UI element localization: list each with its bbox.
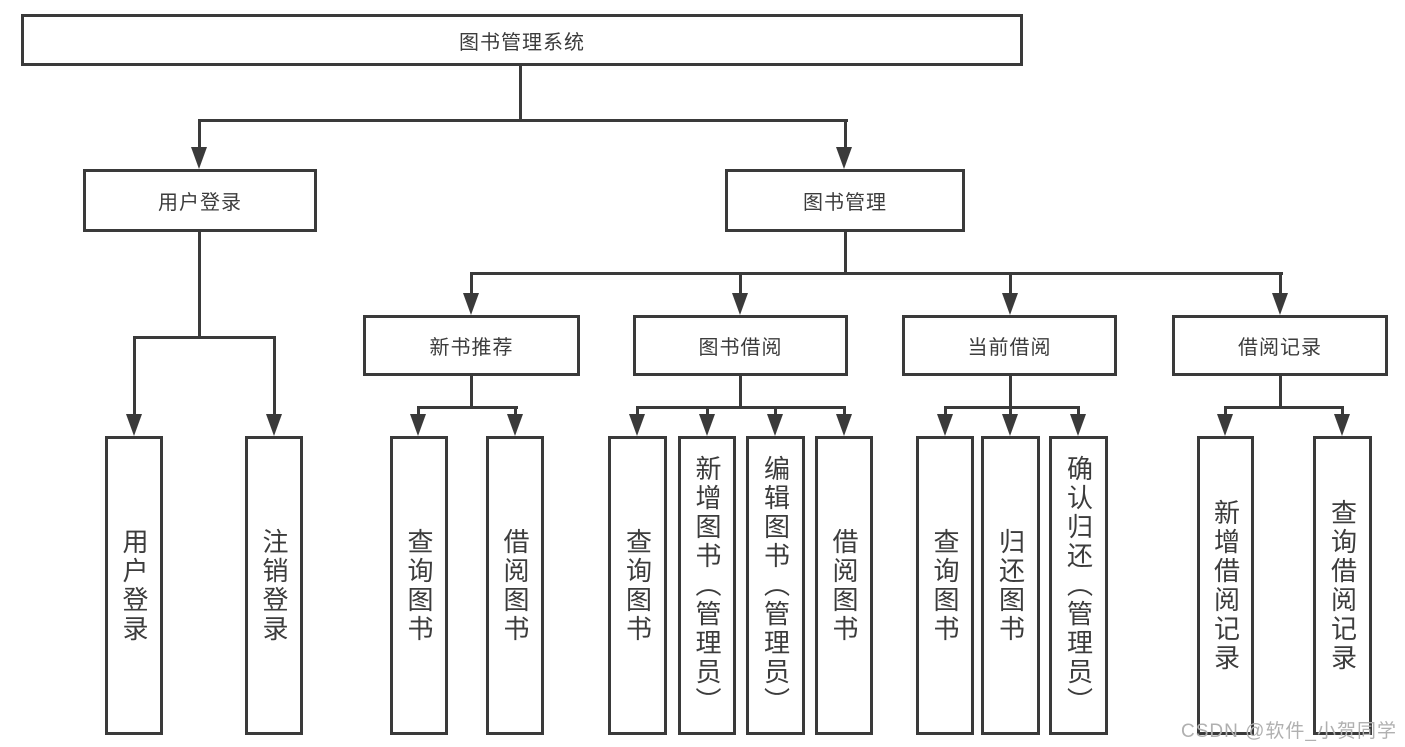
leaf-query-books-current: 查询图书 (916, 436, 974, 735)
node-current-borrow: 当前借阅 (902, 315, 1117, 376)
connector-book-borrow-rail (636, 406, 846, 409)
leaf-label: 借阅图书 (500, 527, 530, 644)
connector-drop-book-borrow (739, 272, 742, 295)
leaf-return-books: 归还图书 (981, 436, 1040, 735)
node-borrow-record: 借阅记录 (1172, 315, 1388, 376)
leaf-borrow-books-recommend: 借阅图书 (486, 436, 544, 735)
leaf-label: 查询图书 (622, 527, 653, 644)
arrow-down-icon (266, 414, 282, 436)
node-book-management: 图书管理 (725, 169, 965, 232)
connector-drop (636, 406, 639, 418)
connector-drop (944, 406, 947, 418)
connector-drop-book-management (844, 119, 847, 150)
arrow-down-icon (699, 414, 715, 436)
connector-drop (706, 406, 709, 418)
leaf-borrow-books: 借阅图书 (815, 436, 873, 735)
connector-current-borrow-stem (1009, 375, 1012, 409)
connector-borrow-record-rail (1224, 406, 1344, 409)
leaf-label: 新增借阅记录 (1210, 498, 1241, 673)
arrow-down-icon (836, 414, 852, 436)
arrow-down-icon (836, 147, 852, 169)
leaf-add-books-admin: 新增图书（管理员） (678, 436, 736, 735)
connector-drop-new-book (470, 272, 473, 295)
connector-root-stem (519, 64, 522, 120)
arrow-down-icon (410, 414, 426, 436)
arrow-down-icon (1334, 414, 1350, 436)
leaf-label: 用户登录 (119, 527, 149, 644)
connector-drop-logout (273, 336, 276, 416)
connector-book-mgmt-stem (844, 231, 847, 275)
connector-drop-user-login (198, 119, 201, 150)
leaf-edit-books-admin: 编辑图书（管理员） (746, 436, 805, 735)
connector-drop (1077, 406, 1080, 418)
leaf-label: 确认归还（管理员） (1063, 455, 1094, 716)
leaf-label: 注销登录 (259, 527, 289, 644)
leaf-confirm-return-admin: 确认归还（管理员） (1049, 436, 1108, 735)
arrow-down-icon (1272, 293, 1288, 315)
leaf-label: 查询图书 (404, 527, 434, 644)
leaf-logout: 注销登录 (245, 436, 303, 735)
csdn-watermark: CSDN @软件_小贺同学 (1181, 721, 1397, 742)
connector-new-book-rail (417, 406, 518, 409)
arrow-down-icon (1002, 293, 1018, 315)
connector-drop-login (133, 336, 136, 416)
node-label: 当前借阅 (967, 337, 1052, 359)
arrow-down-icon (1002, 414, 1018, 436)
leaf-user-login: 用户登录 (105, 436, 163, 735)
node-label: 用户登录 (158, 192, 242, 214)
arrow-down-icon (1217, 414, 1233, 436)
leaf-query-borrow-record: 查询借阅记录 (1313, 436, 1372, 735)
connector-drop (1224, 406, 1227, 418)
connector-drop (514, 406, 517, 418)
arrow-down-icon (767, 414, 783, 436)
node-library-management-system: 图书管理系统 (21, 14, 1023, 66)
connector-drop (843, 406, 846, 418)
arrow-down-icon (126, 414, 142, 436)
node-label: 图书借阅 (698, 337, 783, 359)
connector-user-login-stem (198, 231, 201, 339)
node-label: 图书管理系统 (459, 31, 585, 54)
connector-drop-borrow-record (1279, 272, 1282, 295)
connector-drop (1009, 406, 1012, 418)
connector-root-rail (198, 119, 848, 122)
connector-current-borrow-rail (944, 406, 1080, 409)
connector-book-borrow-stem (739, 375, 742, 409)
arrow-down-icon (629, 414, 645, 436)
arrow-down-icon (191, 147, 207, 169)
arrow-down-icon (507, 414, 523, 436)
connector-new-book-stem (470, 375, 473, 409)
leaf-label: 新增图书（管理员） (692, 455, 722, 716)
connector-book-mgmt-rail (470, 272, 1283, 275)
leaf-add-borrow-record: 新增借阅记录 (1197, 436, 1254, 735)
node-new-book-recommend: 新书推荐 (363, 315, 580, 376)
leaf-label: 查询图书 (930, 527, 960, 644)
leaf-label: 归还图书 (995, 527, 1026, 644)
leaf-label: 查询借阅记录 (1327, 498, 1358, 673)
connector-user-login-rail (133, 336, 276, 339)
leaf-query-books: 查询图书 (608, 436, 667, 735)
node-label: 借阅记录 (1238, 337, 1322, 359)
node-user-login: 用户登录 (83, 169, 317, 232)
connector-drop (1341, 406, 1344, 418)
leaf-label: 借阅图书 (829, 527, 859, 644)
leaf-label: 编辑图书（管理员） (760, 455, 791, 716)
arrow-down-icon (732, 293, 748, 315)
arrow-down-icon (463, 293, 479, 315)
node-label: 图书管理 (803, 192, 887, 214)
arrow-down-icon (1070, 414, 1086, 436)
arrow-down-icon (937, 414, 953, 436)
node-book-borrow: 图书借阅 (633, 315, 848, 376)
connector-drop-current-borrow (1009, 272, 1012, 295)
connector-drop (774, 406, 777, 418)
connector-drop (417, 406, 420, 418)
node-label: 新书推荐 (429, 337, 514, 359)
connector-borrow-record-stem (1279, 375, 1282, 409)
leaf-query-books-recommend: 查询图书 (390, 436, 448, 735)
